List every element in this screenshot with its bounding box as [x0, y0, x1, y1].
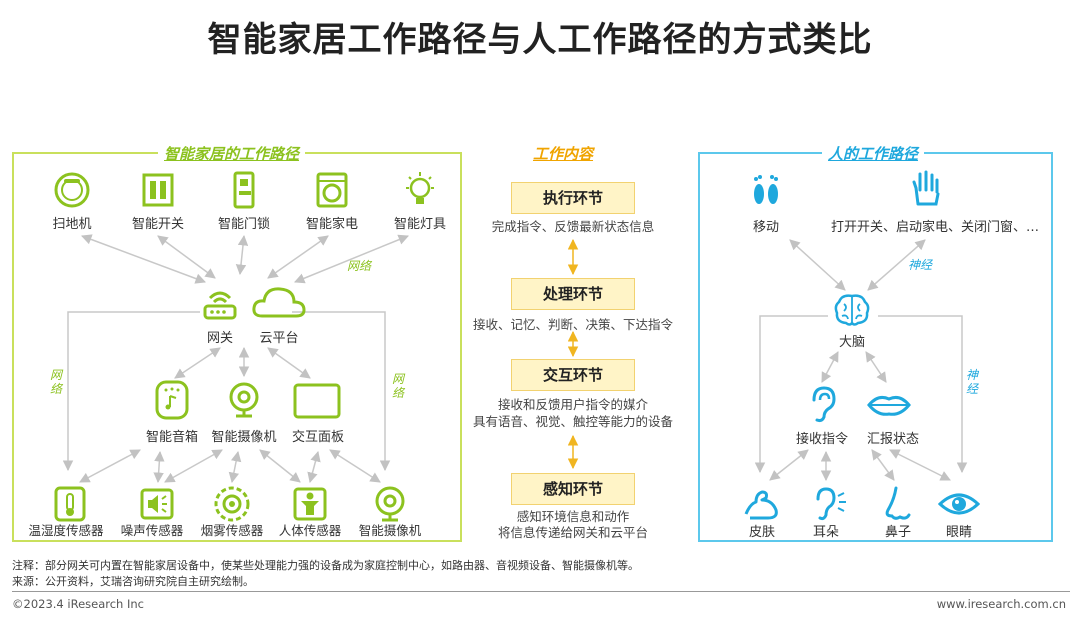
network-label-vertical-right: 网络 — [392, 372, 405, 400]
link-line — [157, 235, 216, 279]
link-line — [294, 234, 409, 284]
robot-vacuum-icon — [52, 170, 92, 210]
nerve-path-left — [754, 315, 828, 474]
washing-machine-icon — [312, 170, 352, 210]
device-label: 智能音箱 — [145, 430, 199, 445]
human-label: 移动 — [752, 220, 780, 235]
link-line — [769, 449, 809, 481]
sense-label: 鼻子 — [884, 525, 912, 540]
link-line — [153, 450, 165, 484]
copyright: ©2023.4 iResearch Inc — [12, 597, 144, 611]
light-bulb-icon — [400, 170, 440, 210]
footnote: 注释：部分网关可内置在智能家居设备中，使某些处理能力强的设备成为家庭控制中心，如… — [12, 559, 639, 572]
person-icon — [290, 484, 330, 524]
link-line — [267, 347, 311, 379]
page-title: 智能家居工作路径与人工作路径的方式类比 — [207, 20, 873, 60]
link-line — [235, 234, 249, 276]
human-label: 打开开关、启动家电、关闭门窗、… — [830, 220, 1040, 235]
network-label-vertical-left: 网络 — [50, 368, 63, 396]
link-line — [821, 351, 839, 383]
speaker-icon — [152, 380, 192, 420]
link-line — [79, 449, 141, 483]
website-link[interactable]: www.iresearch.com.cn — [936, 597, 1066, 611]
mouth-icon — [866, 392, 912, 418]
panel-icon — [292, 382, 342, 420]
link-line — [867, 239, 926, 291]
link-line — [307, 450, 321, 484]
device-label: 扫地机 — [52, 217, 92, 232]
stage-sense: 感知环节 — [511, 473, 635, 505]
cloud-icon — [250, 282, 308, 322]
cloud-label: 云平台 — [259, 331, 299, 346]
stage-desc: 接收、记忆、判断、决策、下达指令 — [472, 317, 673, 332]
camera-icon — [370, 484, 410, 524]
stage-interact: 交互环节 — [511, 359, 635, 391]
sense-label: 眼睛 — [945, 525, 973, 540]
camera-icon — [224, 380, 264, 420]
link-line — [164, 449, 223, 483]
device-label: 智能灯具 — [393, 217, 447, 232]
smart-home-panel-title: 智能家居的工作路径 — [158, 143, 306, 164]
footer-divider — [12, 591, 1070, 592]
stage-desc: 感知环境信息和动作 — [516, 509, 630, 524]
router-icon — [200, 284, 240, 324]
arm-icon — [742, 484, 782, 524]
sensor-label: 噪声传感器 — [120, 523, 184, 538]
nose-icon — [878, 484, 918, 524]
network-path-right — [292, 311, 391, 472]
sensor-label: 烟雾传感器 — [200, 523, 264, 538]
source-note: 来源：公开资料，艾瑞咨询研究院自主研究绘制。 — [12, 575, 254, 588]
feet-icon — [746, 170, 786, 210]
stage-desc: 将信息传递给网关和云平台 — [497, 525, 648, 540]
human-label: 汇报状态 — [866, 432, 920, 447]
link-line — [259, 449, 301, 483]
device-label: 交互面板 — [291, 430, 345, 445]
stage-process: 处理环节 — [511, 278, 635, 310]
device-label: 智能家电 — [305, 217, 359, 232]
link-line — [228, 450, 242, 484]
nerve-label-vertical: 神经 — [966, 368, 979, 396]
device-label: 智能开关 — [131, 217, 185, 232]
door-lock-icon — [224, 170, 264, 210]
link-line — [329, 449, 381, 483]
ear-sound-icon — [810, 484, 850, 524]
stage-desc: 具有语音、视觉、触控等能力的设备 — [472, 414, 673, 429]
sense-label: 耳朵 — [812, 525, 840, 540]
sensor-label: 温湿度传感器 — [28, 523, 104, 538]
brain-label: 大脑 — [838, 335, 866, 350]
noise-icon — [138, 484, 178, 524]
device-label: 智能摄像机 — [211, 430, 277, 445]
sensor-label: 智能摄像机 — [358, 523, 422, 538]
stage-desc: 接收和反馈用户指令的媒介 — [497, 397, 648, 412]
link-line — [789, 239, 846, 291]
work-panel-title: 工作内容 — [527, 143, 600, 164]
gateway-label: 网关 — [206, 331, 234, 346]
sensor-label: 人体传感器 — [278, 523, 342, 538]
link-line — [865, 351, 887, 383]
eye-icon — [937, 490, 981, 518]
sense-label: 皮肤 — [748, 525, 776, 540]
nerve-label: 神经 — [908, 258, 933, 272]
stage-execute: 执行环节 — [511, 182, 635, 214]
hand-icon — [906, 168, 946, 208]
device-label: 智能门锁 — [217, 217, 271, 232]
ear-icon — [802, 384, 842, 424]
switch-icon — [138, 170, 178, 210]
network-path-left — [62, 311, 200, 472]
human-label: 接收指令 — [795, 432, 849, 447]
link-line — [889, 449, 951, 481]
brain-icon — [832, 290, 872, 330]
link-line — [174, 347, 221, 379]
human-panel-title: 人的工作路径 — [822, 143, 925, 164]
thermometer-icon — [50, 484, 90, 524]
stage-desc: 完成指令、反馈最新状态信息 — [491, 219, 655, 234]
smoke-icon — [212, 484, 252, 524]
nerve-path-right — [878, 315, 968, 474]
network-label: 网络 — [347, 259, 372, 273]
